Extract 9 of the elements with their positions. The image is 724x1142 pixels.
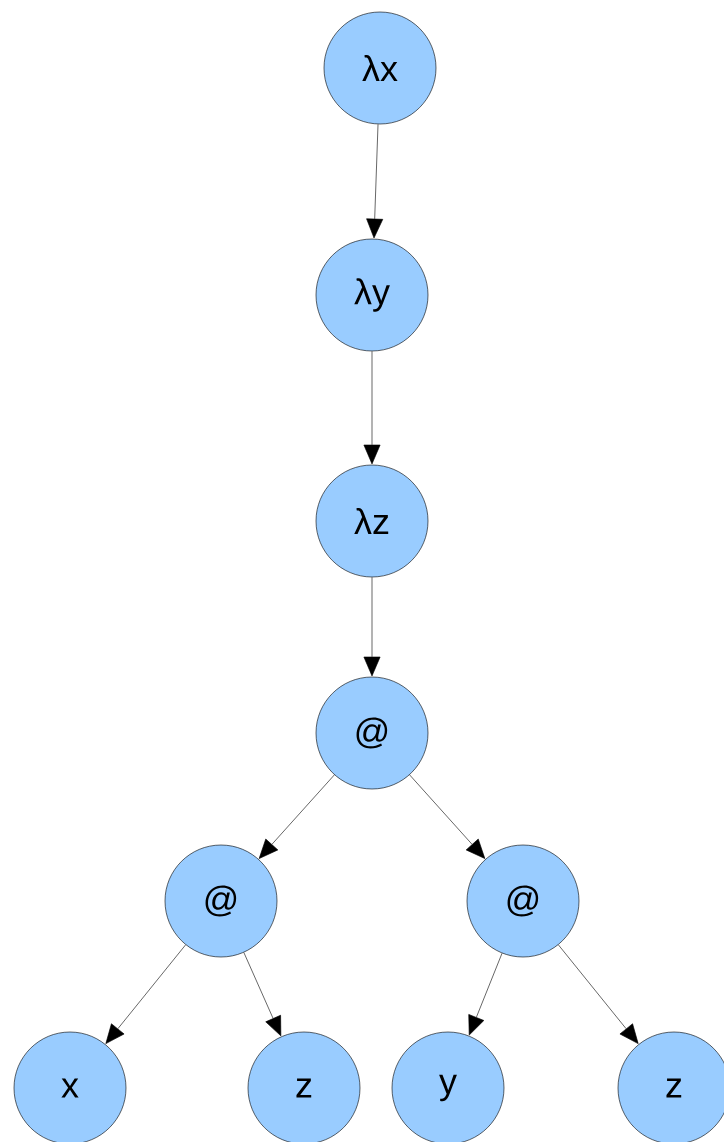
arrow [366, 123, 384, 239]
arrow [105, 944, 186, 1044]
arrow [363, 351, 381, 465]
arrow [363, 577, 381, 677]
arrow [258, 774, 335, 859]
arrow [409, 774, 486, 859]
arrow [243, 952, 282, 1037]
arrow [558, 944, 639, 1044]
arrow [468, 952, 503, 1036]
